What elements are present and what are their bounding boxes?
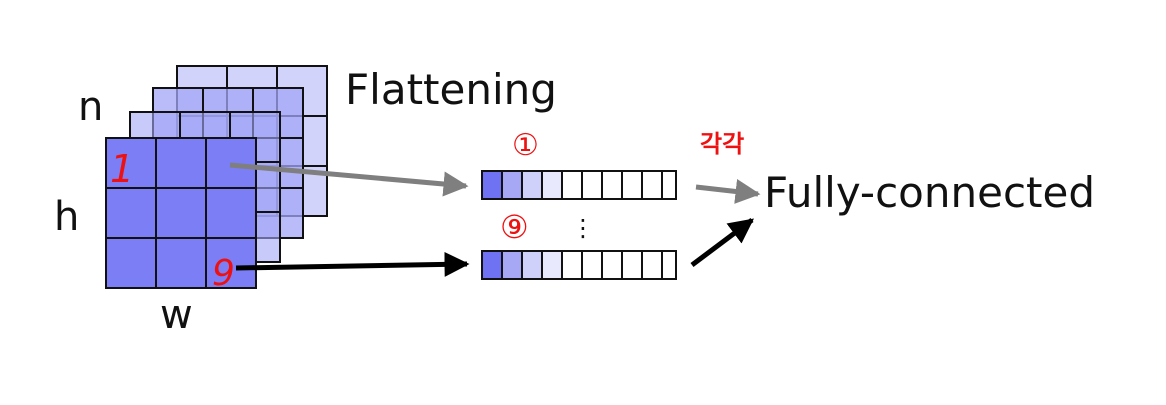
annotation-cell-9: 9 [212,253,235,294]
arrow-cell-to-vector-bottom [235,251,470,277]
annotation-note: 각각 [700,130,744,158]
label-n: n [78,84,103,130]
annotation-cell-1: 1 [110,147,134,191]
label-w: w [160,292,193,338]
arrow-vector-top-to-fc [695,179,761,204]
arrow-cell-to-vector-top [229,162,469,197]
label-h: h [54,194,79,240]
flattened-vector-bottom [481,250,677,280]
flattened-vector-top [481,170,677,200]
feature-map-front [105,137,257,289]
vector-ellipsis: ⋮ [571,214,595,242]
label-flattening: Flattening [345,65,557,114]
annotation-vector-1: ① [512,128,539,163]
annotation-vector-9: ⑨ [500,208,529,246]
arrow-vector-bottom-to-fc [690,218,754,267]
label-fully-connected: Fully-connected [764,168,1095,217]
